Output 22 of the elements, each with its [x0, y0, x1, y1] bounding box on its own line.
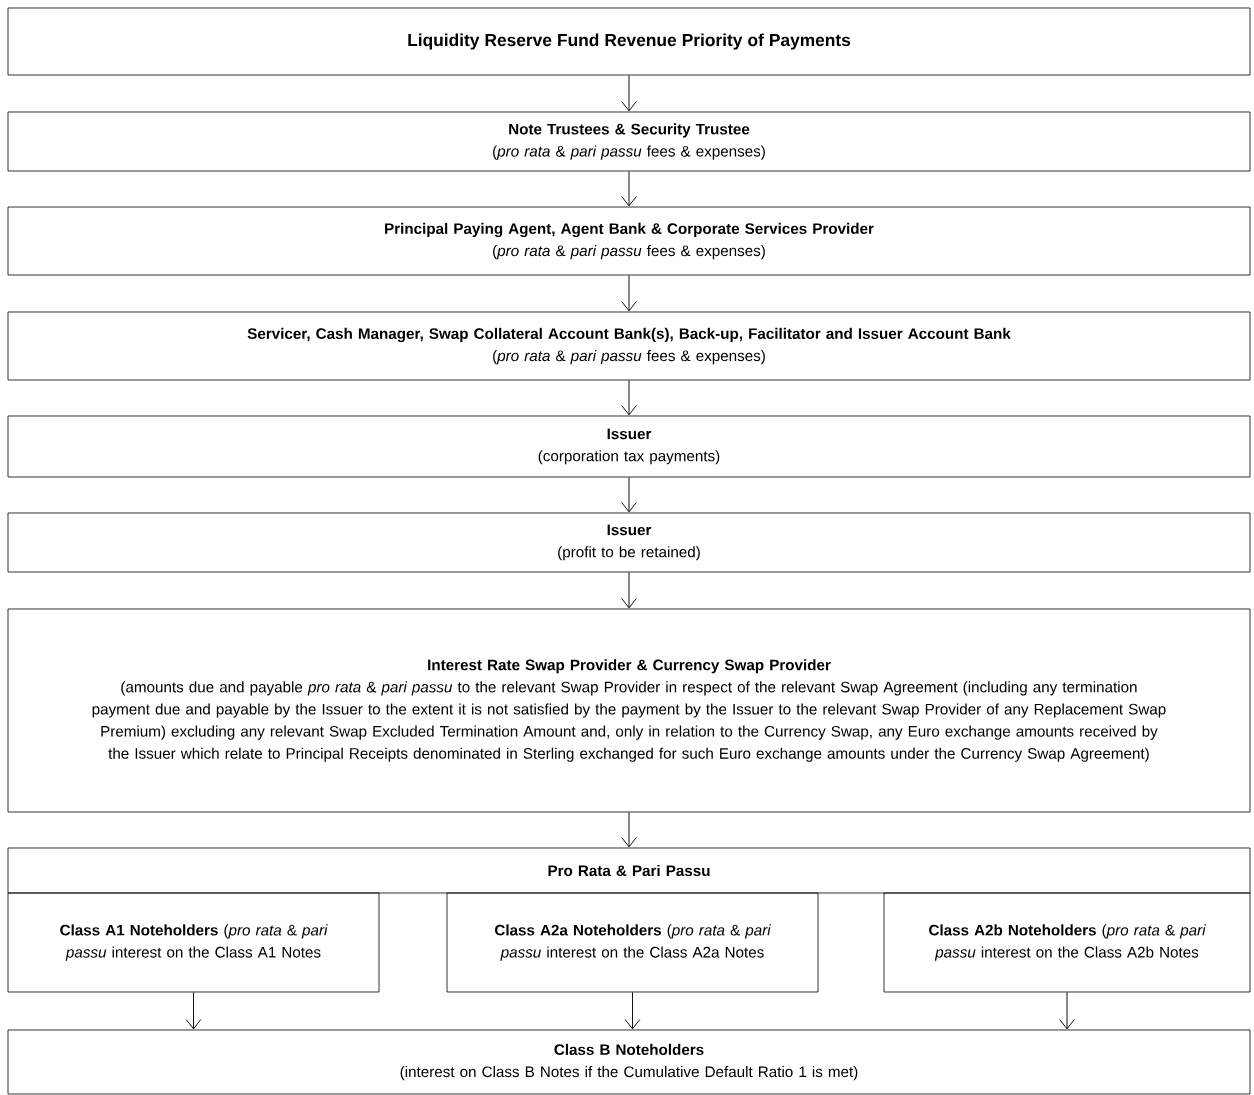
- arrow: [624, 991, 641, 1030]
- arrow: [621, 571, 637, 609]
- process-box: Issuer (profit to be retained): [7, 512, 1251, 573]
- arrow: [621, 476, 637, 513]
- process-box: Class A2b Noteholders (pro rata & pari passu interest on the Class A2b Notes: [883, 892, 1251, 993]
- arrow: [621, 170, 637, 207]
- arrow: [621, 811, 637, 848]
- process-box: Issuer (corporation tax payments): [7, 415, 1251, 478]
- process-box: Class A2a Noteholders (pro rata & pari passu interest on the Class A2a Notes: [446, 892, 819, 993]
- arrow: [621, 379, 637, 416]
- arrow: [621, 74, 637, 112]
- arrow: [185, 991, 202, 1030]
- process-box: Class A1 Noteholders (pro rata & pari passu interest on the Class A1 Notes: [7, 892, 380, 993]
- process-box: Principal Paying Agent, Agent Bank & Corporate Services Provider (pro rata & pari passu fees & expenses): [7, 206, 1251, 276]
- title-box: Liquidity Reserve Fund Revenue Priority of Payments: [7, 7, 1251, 76]
- process-box: Note Trustees & Security Trustee (pro rata & pari passu fees & expenses): [7, 111, 1251, 172]
- arrow: [1059, 991, 1075, 1030]
- process-box: Class B Noteholders (interest on Class B Notes if the Cumulative Default Ratio 1 is met): [7, 1029, 1251, 1095]
- arrow: [621, 274, 637, 312]
- group-header-box: Pro Rata & Pari Passu: [7, 847, 1251, 894]
- process-box: Interest Rate Swap Provider & Currency Swap Provider (amounts due and payable pro rata & pari passu to the relevant Swap Provider in respect of the relevant Swap Agreement (including any termination payment due and payable by the Issuer to the extent it is not satisfied by the payment by the Issuer to the relevant Swap Provider of any Replacement Swap Premium) excluding any relevant Swap Excluded Termination Amount and, only in relation to the Currency Swap, any Euro exchange amounts received by the Issuer which relate to Principal Receipts denominated in Sterling exchanged for such Euro exchange amounts under the Currency Swap Agreement): [7, 608, 1251, 813]
- process-box: Servicer, Cash Manager, Swap Collateral Account Bank(s), Back-up, Facilitator and Issuer Account Bank (pro rata & pari passu fees & expenses): [7, 311, 1251, 381]
